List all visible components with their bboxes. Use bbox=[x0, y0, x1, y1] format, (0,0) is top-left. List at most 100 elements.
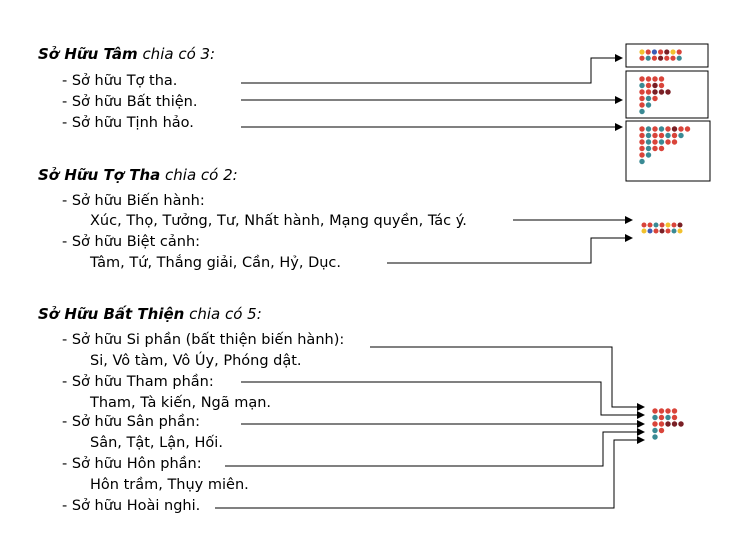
section-2-item-1: - Sở hữu Biến hành: bbox=[62, 193, 205, 209]
arrow-biet-canh bbox=[387, 234, 633, 264]
cluster-dot bbox=[639, 145, 645, 152]
cluster-dot bbox=[678, 132, 684, 139]
section-3-item-2-detail: Tham, Tà kiến, Ngã mạn. bbox=[90, 395, 272, 411]
cluster-bat-thien-small bbox=[652, 408, 684, 440]
cluster-dot bbox=[678, 126, 684, 132]
cluster-dot bbox=[658, 126, 665, 132]
section-2-item-2-detail: Tâm, Tứ, Thắng giải, Cần, Hỷ, Dục. bbox=[90, 255, 342, 271]
cluster-dot bbox=[665, 421, 671, 427]
section-2-title: Sở Hữu Tợ Tha chia có 2: bbox=[38, 166, 238, 184]
cluster-dot bbox=[639, 102, 645, 108]
cluster-dot bbox=[652, 434, 658, 440]
cluster-dot bbox=[647, 228, 653, 234]
section-3-title: Sở Hữu Bất Thiện chia có 5: bbox=[38, 305, 262, 323]
cluster-dot bbox=[639, 139, 645, 145]
section-3-item-4: - Sở hữu Hôn phần: bbox=[62, 456, 202, 472]
cluster-dot bbox=[671, 132, 678, 139]
cluster-dot bbox=[658, 145, 665, 152]
section-3-item-3: - Sở hữu Sân phần: bbox=[62, 414, 200, 430]
cluster-dot bbox=[665, 132, 671, 139]
cluster-dot bbox=[658, 421, 665, 427]
cluster-dot bbox=[659, 228, 665, 234]
cluster-dot bbox=[652, 421, 658, 427]
section-1-title: Sở Hữu Tâm chia có 3: bbox=[38, 45, 216, 63]
cluster-dot bbox=[639, 55, 645, 61]
cluster-dot bbox=[652, 145, 658, 152]
cluster-dot bbox=[677, 222, 683, 228]
cluster-dot bbox=[639, 95, 645, 102]
cluster-to-tha bbox=[639, 49, 682, 61]
cluster-dot bbox=[651, 55, 658, 61]
cluster-dot bbox=[671, 139, 678, 145]
cluster-dot bbox=[645, 152, 652, 158]
cluster-dot bbox=[639, 152, 645, 158]
cluster-dot bbox=[658, 82, 665, 89]
cluster-dot bbox=[652, 132, 658, 139]
arrow-si-phan bbox=[370, 346, 645, 411]
cluster-dot bbox=[670, 55, 676, 61]
cluster-dot bbox=[665, 408, 671, 414]
cluster-dot bbox=[645, 55, 651, 61]
arrow-tham-phan bbox=[241, 381, 645, 419]
cluster-dot bbox=[659, 222, 665, 228]
cluster-tinh-hao bbox=[639, 126, 691, 165]
cluster-dot bbox=[652, 82, 658, 89]
arrow-hoai-nghi bbox=[215, 436, 645, 509]
cluster-dot bbox=[671, 421, 678, 427]
cluster-dot bbox=[645, 95, 652, 102]
cluster-dot bbox=[641, 222, 647, 228]
cluster-dot bbox=[639, 82, 645, 89]
cluster-dot bbox=[658, 414, 665, 421]
section-3-item-5: - Sở hữu Hoài nghi. bbox=[62, 498, 201, 514]
cluster-dot bbox=[657, 49, 664, 55]
arrow-hon-phan bbox=[225, 428, 645, 467]
cluster-dot bbox=[665, 139, 671, 145]
cluster-dot bbox=[658, 132, 665, 139]
cluster-dot bbox=[658, 139, 665, 145]
cluster-dot bbox=[665, 414, 671, 421]
cluster-dot bbox=[652, 76, 658, 82]
cluster-dot bbox=[665, 222, 671, 228]
section-3-item-1: - Sở hữu Si phần (bất thiện biến hành): bbox=[62, 332, 345, 348]
cluster-dot bbox=[653, 222, 659, 228]
cluster-dot bbox=[671, 408, 678, 414]
arrow-to-tha bbox=[241, 54, 623, 84]
cluster-dot bbox=[684, 126, 691, 132]
section-1-item-3: - Sở hữu Tịnh hảo. bbox=[62, 115, 194, 131]
cluster-dot bbox=[678, 421, 684, 427]
cluster-dot bbox=[645, 145, 652, 152]
cluster-bat-thien bbox=[639, 76, 671, 115]
cluster-dot bbox=[664, 49, 670, 55]
section-3-item-2: - Sở hữu Tham phần: bbox=[62, 374, 214, 390]
cluster-dot bbox=[641, 228, 647, 234]
cluster-dot bbox=[657, 55, 664, 61]
cluster-dot bbox=[645, 49, 651, 55]
cluster-dot bbox=[676, 49, 682, 55]
cluster-dot bbox=[639, 89, 645, 95]
cluster-dot bbox=[665, 126, 671, 132]
cluster-box-bat-thien bbox=[625, 70, 709, 119]
cluster-dot bbox=[664, 55, 670, 61]
cluster-dot bbox=[639, 108, 645, 115]
section-3-item-1-detail: Si, Vô tàm, Vô Úy, Phóng dật. bbox=[90, 353, 302, 369]
cluster-dot bbox=[653, 228, 659, 234]
cluster-dot bbox=[670, 49, 676, 55]
section-3-item-4-detail: Hôn trầm, Thụy miên. bbox=[90, 477, 249, 493]
cluster-dot bbox=[652, 95, 658, 102]
cluster-dot bbox=[647, 222, 653, 228]
cluster-dot bbox=[658, 76, 665, 82]
cluster-dot bbox=[658, 427, 665, 434]
cluster-dot bbox=[639, 76, 645, 82]
section-1-item-2: - Sở hữu Bất thiện. bbox=[62, 94, 198, 110]
section-2-item-2: - Sở hữu Biệt cảnh: bbox=[62, 234, 201, 250]
cluster-dot bbox=[645, 139, 652, 145]
cluster-dot bbox=[645, 82, 652, 89]
cluster-box-to-tha bbox=[625, 43, 709, 68]
section-2-item-1-detail: Xúc, Thọ, Tưởng, Tư, Nhất hành, Mạng quy… bbox=[90, 213, 467, 229]
cluster-dot bbox=[665, 228, 671, 234]
cluster-dot bbox=[658, 89, 665, 95]
cluster-dot bbox=[639, 49, 645, 55]
cluster-dot bbox=[658, 408, 665, 414]
cluster-dot bbox=[639, 126, 645, 132]
cluster-dot bbox=[671, 126, 678, 132]
